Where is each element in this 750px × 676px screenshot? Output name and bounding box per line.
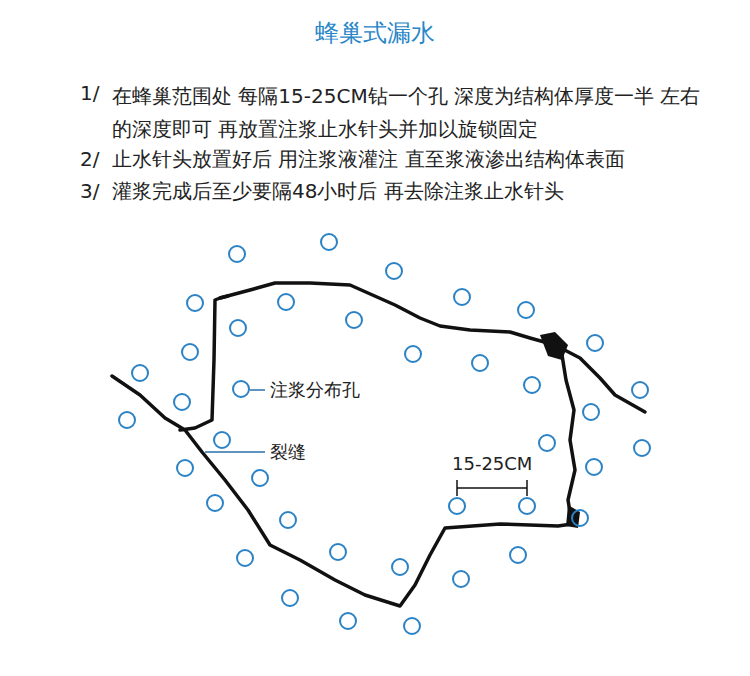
- grout-hole: [214, 432, 230, 448]
- grout-hole: [346, 312, 362, 328]
- grout-hole: [207, 495, 223, 511]
- grout-hole: [587, 335, 603, 351]
- grout-holes: [119, 234, 650, 634]
- leader-line: [205, 451, 265, 453]
- step-number: 3/: [80, 178, 99, 204]
- grout-hole: [454, 289, 470, 305]
- grout-hole: [524, 377, 540, 393]
- grout-hole: [519, 498, 535, 514]
- step-number: 2/: [80, 146, 99, 172]
- grout-hole: [632, 382, 648, 398]
- grout-hole: [237, 550, 253, 566]
- grout-hole: [583, 404, 599, 420]
- grout-hole: [634, 440, 650, 456]
- grout-hole: [233, 381, 249, 397]
- grout-hole: [453, 571, 469, 587]
- crack-label: 裂缝: [268, 440, 308, 463]
- grout-hole: [182, 344, 198, 360]
- grout-hole: [539, 435, 555, 451]
- grout-hole: [321, 234, 337, 250]
- grout-hole: [572, 510, 588, 526]
- grout-hole: [386, 263, 402, 279]
- grout-hole: [252, 470, 268, 486]
- grout-hole: [132, 365, 148, 381]
- grout-hole: [518, 302, 534, 318]
- step-text: 止水针头放置好后 用注浆液灌注 直至浆液渗出结构体表面: [112, 146, 625, 172]
- diagram-title: 蜂巢式漏水: [315, 18, 435, 49]
- leader-lines: [205, 390, 265, 452]
- grout-hole: [119, 412, 135, 428]
- grout-hole: [229, 246, 245, 262]
- grout-hole: [177, 460, 193, 476]
- grout-hole: [187, 295, 203, 311]
- grout-hole: [340, 613, 356, 629]
- crack-cavity: [540, 332, 568, 360]
- grout-hole: [278, 294, 294, 310]
- grout-hole: [174, 394, 190, 410]
- grout-hole: [472, 355, 488, 371]
- hole-label: 注浆分布孔: [268, 378, 362, 401]
- step-number: 1/: [80, 80, 99, 106]
- grout-hole: [392, 559, 408, 575]
- dimension-label: 15-25CM: [450, 452, 534, 475]
- grout-hole: [586, 459, 602, 475]
- grout-hole: [510, 547, 526, 563]
- grout-hole: [282, 590, 298, 606]
- grout-hole: [330, 544, 346, 560]
- grout-hole: [280, 512, 296, 528]
- crack: [112, 283, 645, 606]
- grout-hole: [230, 320, 246, 336]
- leader-line: [250, 389, 265, 391]
- step-text: 灌浆完成后至少要隔48小时后 再去除注浆止水针头: [112, 178, 564, 204]
- grout-hole: [405, 346, 421, 362]
- dimension-line: [457, 480, 527, 496]
- step-text: 在蜂巢范围处 每隔15-25CM钻一个孔 深度为结构体厚度一半 左右的深度即可 …: [112, 80, 712, 146]
- grout-hole: [404, 618, 420, 634]
- grout-hole: [449, 498, 465, 514]
